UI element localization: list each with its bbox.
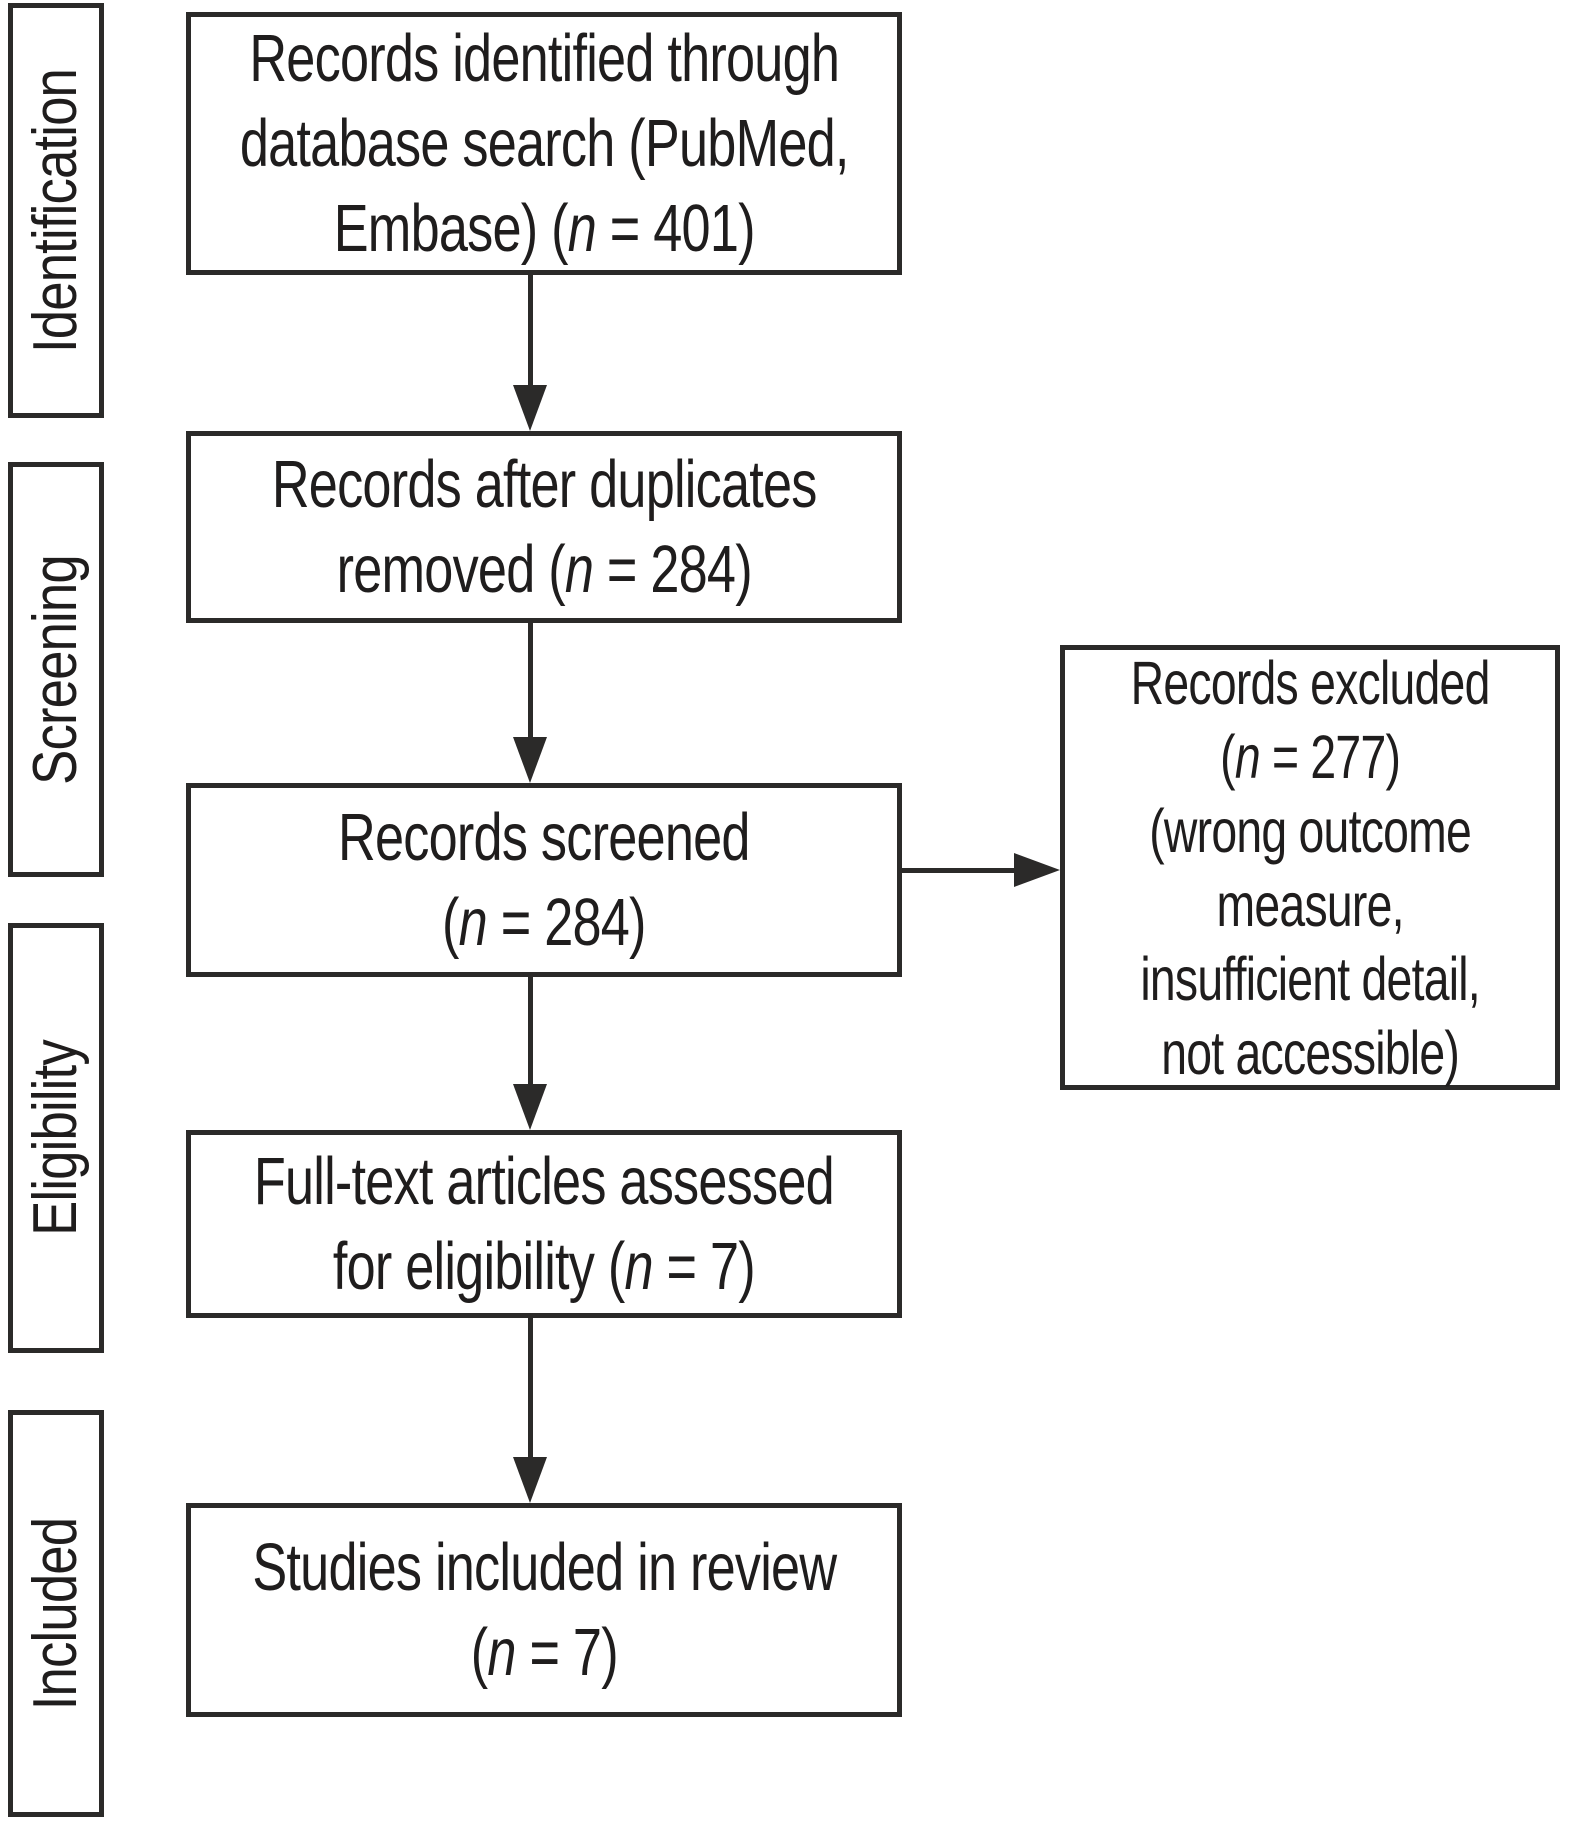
stage-box-identification: Identification <box>8 3 104 418</box>
stage-label-eligibility: Eligibility <box>21 1040 91 1236</box>
box-records-screened: Records screened(n = 284) <box>186 783 902 977</box>
arrow-shaft <box>528 1318 533 1459</box>
stage-box-included: Included <box>8 1410 104 1817</box>
arrow-shaft <box>528 275 533 389</box>
stage-box-eligibility: Eligibility <box>8 923 104 1353</box>
stage-label-identification: Identification <box>21 68 90 353</box>
stage-label-screening: Screening <box>21 554 90 785</box>
arrow-shaft <box>902 868 1018 873</box>
box-studies-included-text: Studies included in review(n = 7) <box>252 1530 837 1690</box>
arrow-head-down-icon <box>513 385 547 431</box>
arrow-head-right-icon <box>1014 853 1060 887</box>
arrow-shaft <box>528 977 533 1086</box>
box-studies-included: Studies included in review(n = 7) <box>186 1503 902 1717</box>
stage-label-included: Included <box>21 1517 91 1710</box>
stage-box-screening: Screening <box>8 462 104 877</box>
arrow-head-down-icon <box>513 1084 547 1130</box>
arrow-head-down-icon <box>513 737 547 783</box>
arrow-shaft <box>528 623 533 739</box>
arrow-head-down-icon <box>513 1457 547 1503</box>
box-records-screened-text: Records screened(n = 284) <box>338 800 750 960</box>
